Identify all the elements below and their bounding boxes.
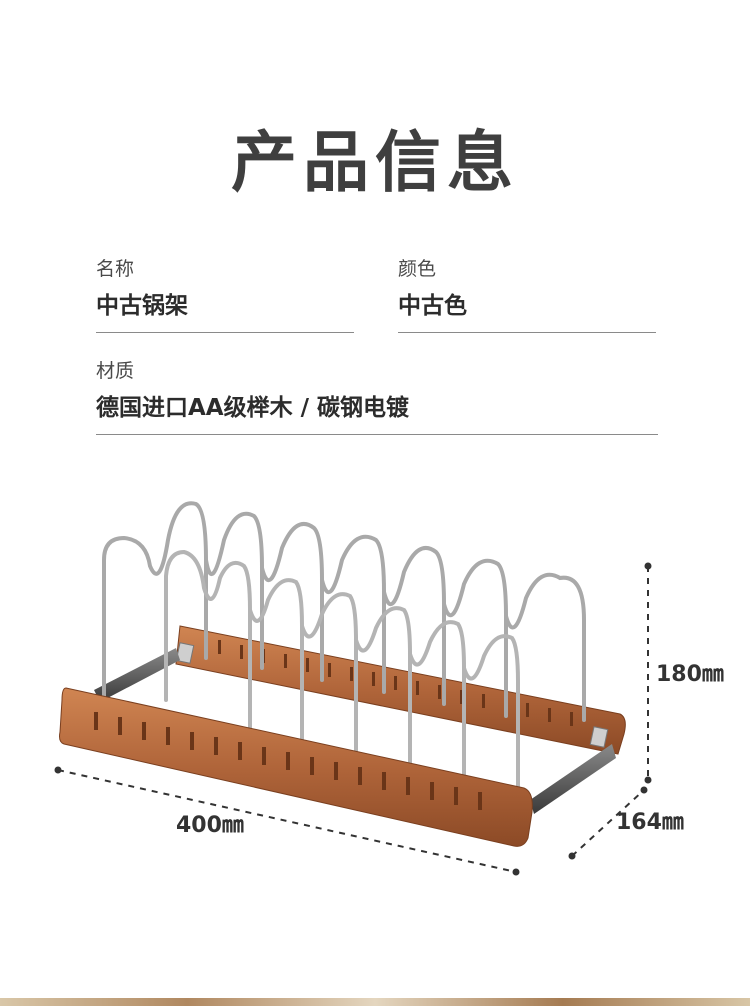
field-material-label: 材质 [96,360,135,382]
field-color-label: 颜色 [398,258,437,280]
front-wire [164,549,520,832]
pot-rack-illustration [54,501,652,876]
field-color: 颜色 中古色 [398,260,656,333]
dimension-width: 164㎜ [616,810,684,835]
front-wood-rail [59,687,533,847]
page-title: 产品信息 [231,124,519,201]
field-name: 名称 中古锅架 [96,260,354,333]
dimension-height: 180㎜ [656,662,724,687]
left-steel-bar [94,648,180,702]
field-material-value: 德国进口AA级榉木 / 碳钢电镀 [96,397,658,435]
field-name-label: 名称 [96,258,135,280]
field-color-value: 中古色 [398,295,656,333]
back-wire [102,501,586,722]
bottom-decor-strip [0,998,750,1006]
dimension-length: 400㎜ [176,813,244,838]
dimension-lines [57,566,649,873]
field-material: 材质 德国进口AA级榉木 / 碳钢电镀 [96,362,658,435]
right-steel-bar [530,744,616,814]
field-name-value: 中古锅架 [96,295,354,333]
